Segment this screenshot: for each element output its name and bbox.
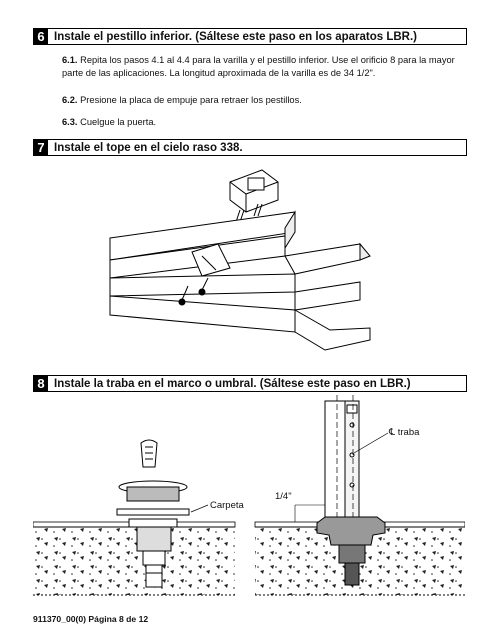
section-8-header: 8 Instale la traba en el marco o umbral.… (33, 375, 467, 392)
step-6-1: 6.1. Repita los pasos 4.1 al 4.4 para la… (62, 54, 467, 80)
section-title: Instale el tope en el cielo raso 338. (54, 141, 243, 154)
section-7-header: 7 Instale el tope en el cielo raso 338. (33, 139, 467, 156)
centerline-label: ℄ traba (388, 427, 420, 438)
step-number: 6.1. (62, 55, 78, 65)
step-number: 6.3. (62, 117, 78, 127)
step-text: Presione la placa de empuje para retraer… (80, 95, 302, 105)
section-number: 6 (34, 29, 48, 44)
step-text: Repita los pasos 4.1 al 4.4 para la vari… (62, 55, 455, 78)
dimension-label: 1/4" (275, 491, 292, 502)
step-number: 6.2. (62, 95, 78, 105)
step-6-3: 6.3. Cuelgue la puerta. (62, 116, 467, 129)
carpet-label: Carpeta (210, 500, 245, 511)
section-6-header: 6 Instale el pestillo inferior. (Sáltese… (33, 28, 467, 45)
section-number: 7 (34, 140, 48, 155)
ceiling-stop-illustration (109, 169, 371, 351)
page-footer: 911370_00(0) Página 8 de 12 (33, 614, 149, 624)
strike-installation-illustration: Carpeta 1/4" ℄ traba (33, 395, 465, 596)
step-text: Cuelgue la puerta. (80, 117, 157, 127)
section-title: Instale la traba en el marco o umbral. (… (54, 377, 411, 390)
section-number: 8 (34, 376, 48, 391)
step-6-2: 6.2. Presione la placa de empuje para re… (62, 94, 467, 107)
section-title: Instale el pestillo inferior. (Sáltese e… (54, 30, 418, 43)
